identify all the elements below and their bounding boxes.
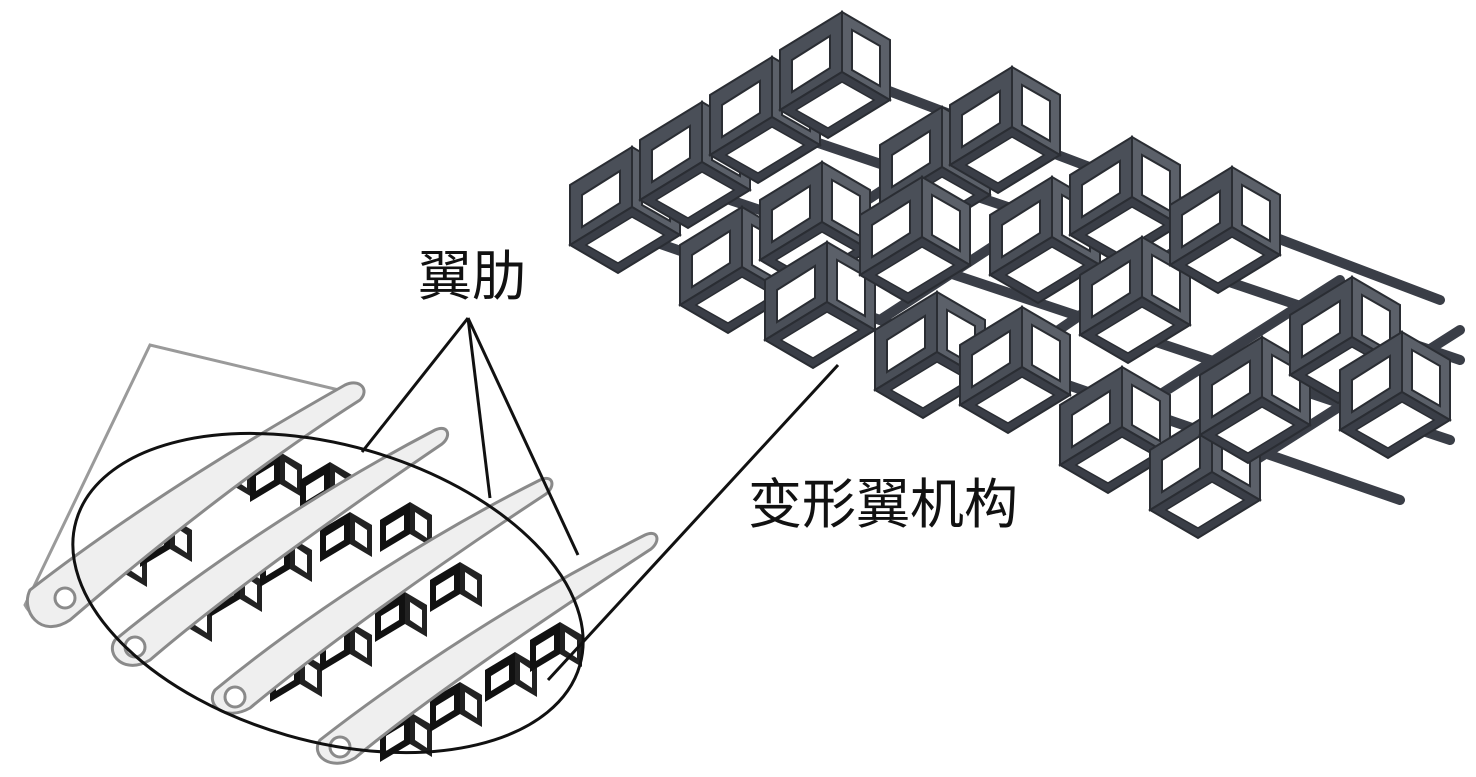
morphing-mechanism-lattice — [569, 11, 1465, 539]
wing-rib-4 — [316, 532, 659, 765]
rib-leader-2 — [466, 317, 492, 499]
assembled-wing — [23, 343, 659, 765]
mechanism-cells — [569, 11, 1451, 539]
wing-rib-2 — [111, 427, 450, 667]
wing-rib-3 — [211, 477, 554, 715]
rib-leader-3 — [466, 317, 580, 556]
rib-leader-1 — [360, 317, 470, 453]
mechanism-region-ellipse — [71, 431, 585, 755]
mechanism-leader — [546, 363, 840, 682]
morphing-mechanism-label: 变形翼机构 — [748, 473, 1018, 536]
wing-ribs — [25, 381, 659, 765]
leader-lines — [360, 317, 840, 682]
wing-rib-1 — [25, 381, 366, 628]
rib-label: 翼肋 — [418, 245, 526, 308]
